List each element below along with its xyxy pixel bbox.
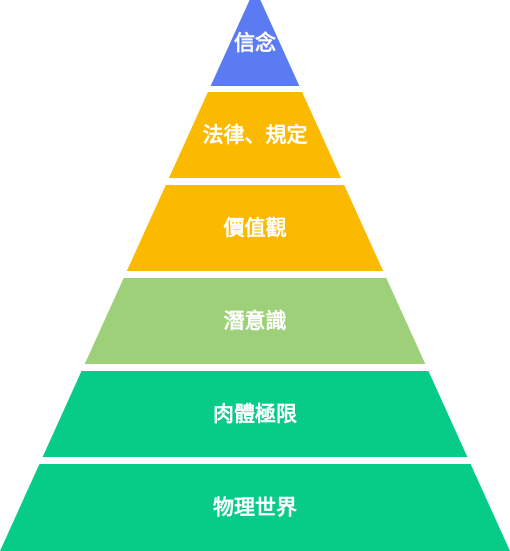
pyramid-layer-values — [126, 185, 384, 271]
pyramid-layer-physical-limits — [42, 371, 468, 457]
pyramid-layer-physical-world — [0, 464, 510, 551]
pyramid-label-belief: 信念 — [234, 31, 276, 55]
pyramid-label-physical-world: 物理世界 — [213, 496, 297, 520]
pyramid-layer-laws-rules — [168, 92, 342, 178]
pyramid-layer-belief — [210, 0, 300, 86]
pyramid-layer-subconscious — [84, 278, 426, 364]
pyramid-label-subconscious: 潛意識 — [224, 309, 287, 333]
pyramid-label-values: 價值觀 — [223, 216, 287, 240]
pyramid-label-laws-rules: 法律、規定 — [203, 123, 308, 147]
pyramid-label-physical-limits: 肉體極限 — [213, 402, 297, 426]
